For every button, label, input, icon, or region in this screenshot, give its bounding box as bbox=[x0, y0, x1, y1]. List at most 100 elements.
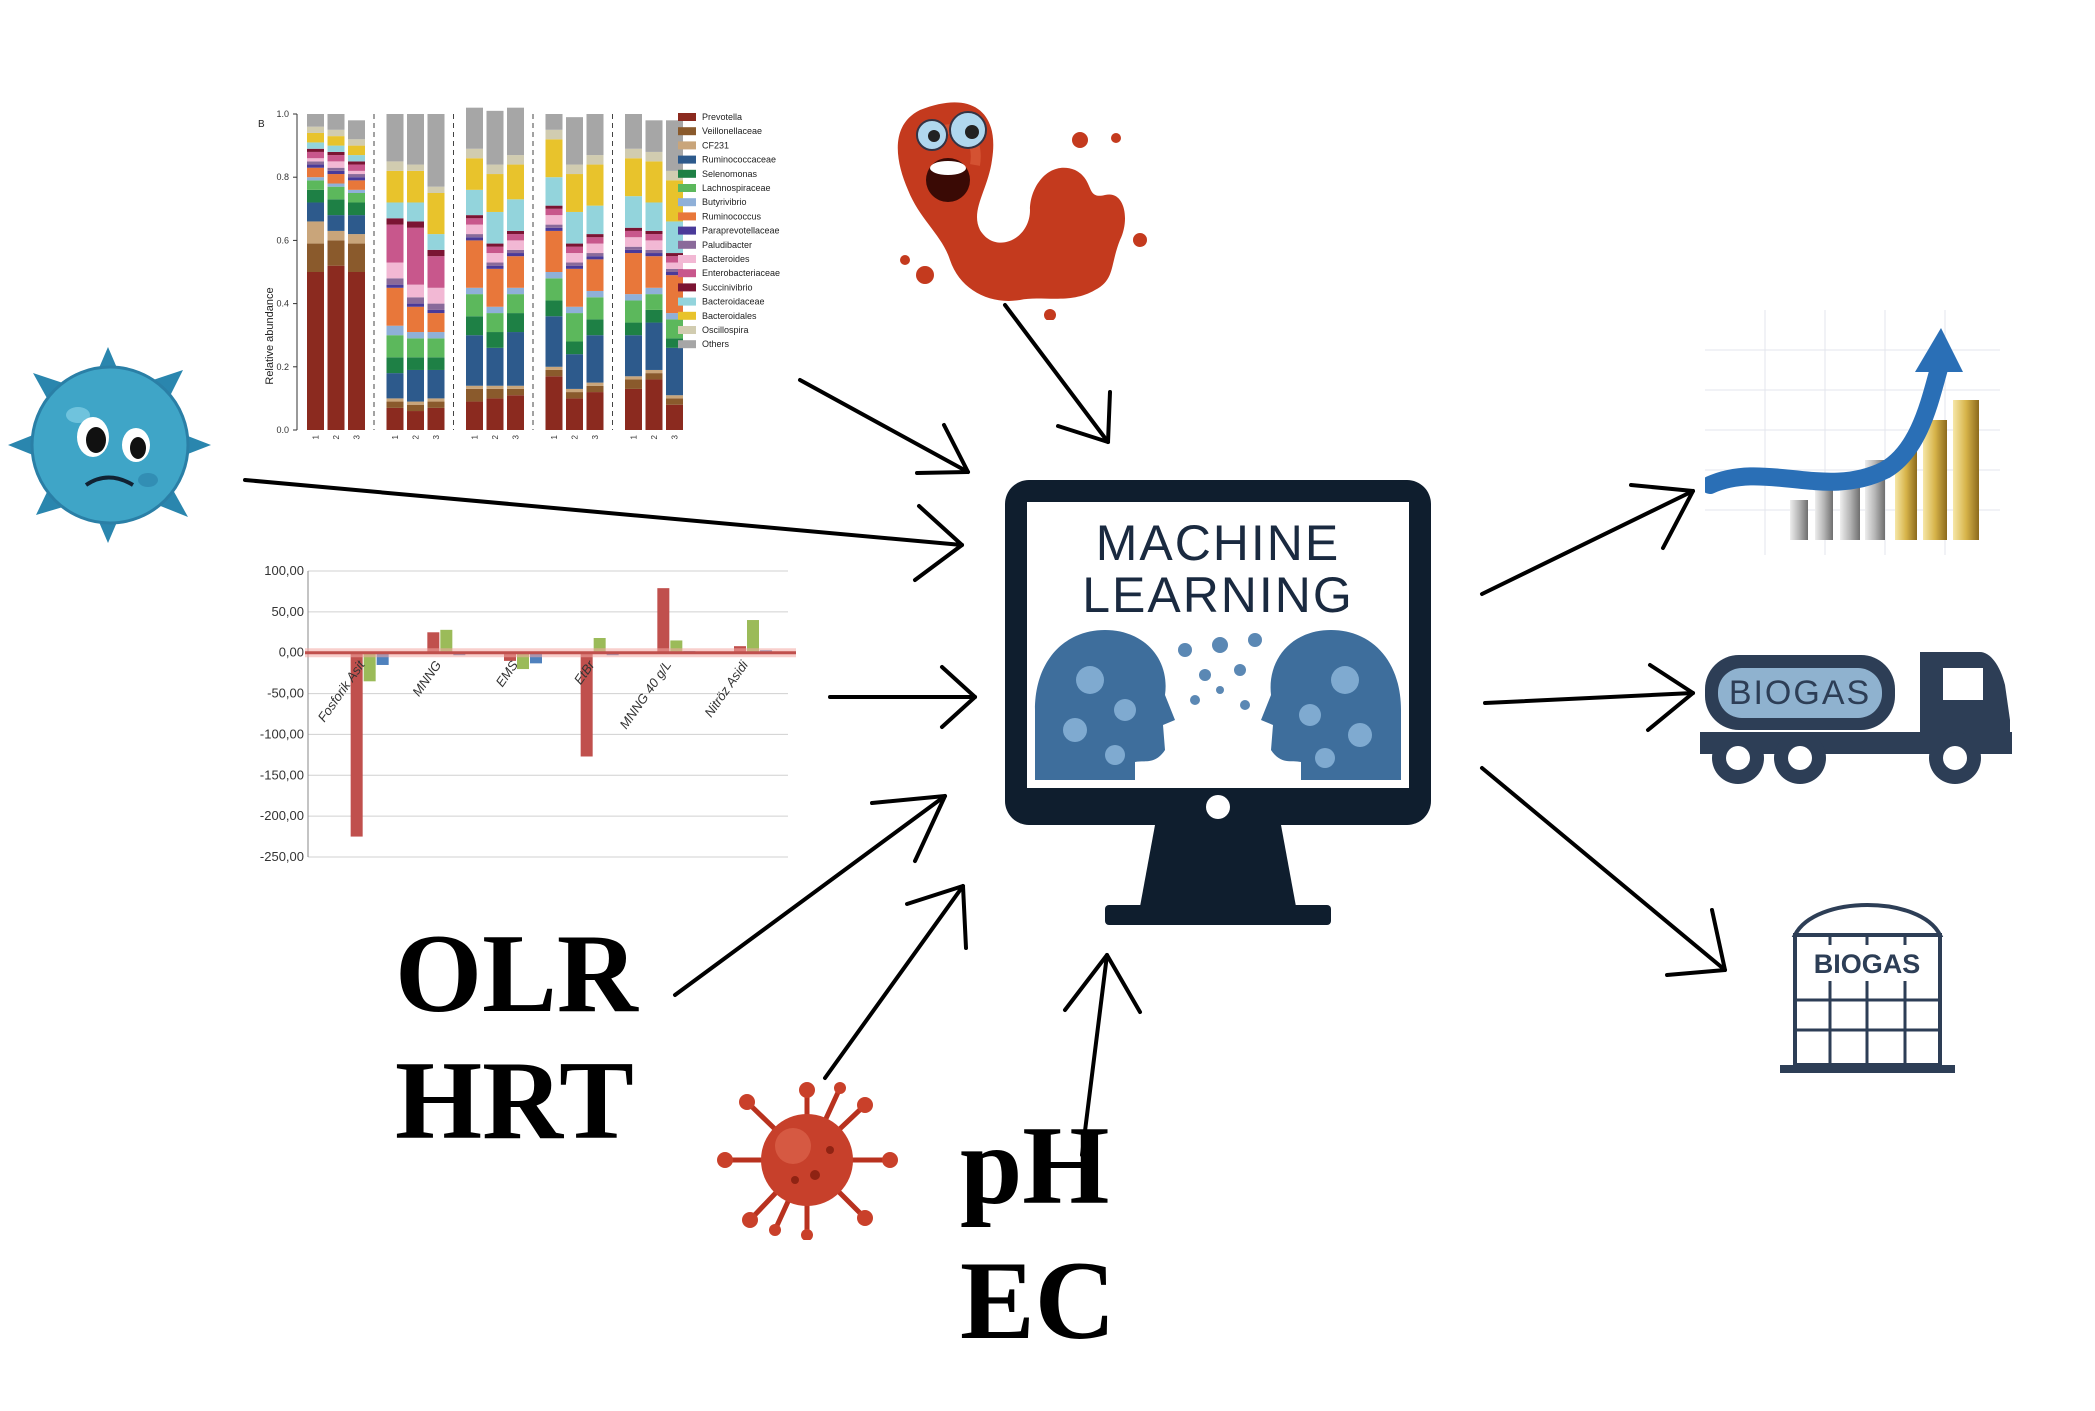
bar-segment bbox=[645, 230, 663, 235]
bar-segment bbox=[466, 215, 483, 219]
bar-segment bbox=[545, 272, 563, 279]
bar-segment bbox=[348, 161, 365, 165]
bar-segment bbox=[507, 253, 524, 257]
bar-segment bbox=[466, 218, 483, 225]
arrow-to-growth-chart bbox=[1480, 483, 1695, 596]
bar-segment bbox=[625, 148, 642, 159]
y-tick-label: -250,00 bbox=[260, 849, 304, 864]
bar-segment bbox=[545, 205, 563, 209]
bar-segment bbox=[307, 158, 324, 162]
bar-segment bbox=[307, 177, 324, 181]
bar-segment bbox=[545, 316, 563, 367]
bar-segment bbox=[407, 284, 424, 298]
arrow-from-blue-bacterium bbox=[243, 478, 964, 582]
bar-segment bbox=[466, 234, 483, 238]
bar-segment bbox=[427, 369, 445, 399]
bar-segment bbox=[307, 142, 324, 149]
bar-segment bbox=[307, 189, 324, 203]
bar-segment bbox=[566, 262, 583, 266]
arrow-to-biogas-truck bbox=[1483, 663, 1695, 732]
bar-segment bbox=[427, 114, 445, 187]
bar-segment bbox=[466, 237, 483, 241]
bar-segment bbox=[327, 145, 345, 152]
bar-segment bbox=[645, 249, 663, 254]
bar-segment bbox=[307, 126, 324, 133]
biogas-tank-icon: BIOGAS bbox=[1780, 903, 1955, 1073]
y-tick-label: 0.8 bbox=[276, 172, 289, 182]
bar-segment bbox=[466, 335, 483, 386]
legend-swatch bbox=[678, 340, 696, 349]
bar-segment bbox=[348, 170, 365, 175]
tank-label: BIOGAS bbox=[1814, 949, 1921, 979]
bar-segment bbox=[545, 369, 563, 377]
bar-segment bbox=[386, 373, 404, 399]
y-tick-label: -50,00 bbox=[267, 686, 304, 701]
bar bbox=[747, 620, 759, 653]
bar-segment bbox=[545, 139, 563, 178]
bar-segment bbox=[486, 243, 504, 247]
bar-segment bbox=[466, 316, 483, 336]
bar-segment bbox=[348, 164, 365, 171]
legend-label: Others bbox=[702, 339, 730, 349]
legend-swatch bbox=[678, 326, 696, 334]
legend-label: Prevotella bbox=[702, 112, 742, 122]
legend-label: Veillonellaceae bbox=[702, 126, 762, 136]
arrow-from-ph-ec bbox=[1063, 953, 1142, 1157]
bar-segment bbox=[645, 294, 663, 310]
bar-segment bbox=[486, 388, 504, 399]
x-tick-label: 3 bbox=[591, 434, 600, 439]
bar-segment bbox=[645, 253, 663, 257]
x-tick-label: 2 bbox=[571, 434, 580, 439]
x-tick-label: 3 bbox=[671, 434, 680, 439]
bar-segment bbox=[586, 237, 604, 244]
bar-segment bbox=[307, 161, 324, 165]
bar-segment bbox=[507, 385, 524, 389]
bar-segment bbox=[645, 287, 663, 295]
stacked-abundance-chart: B Relative abundance 0.00.20.40.60.81.0 … bbox=[258, 107, 780, 439]
bar-segment bbox=[507, 388, 524, 396]
bar-segment bbox=[645, 256, 663, 288]
bar-segment bbox=[507, 164, 524, 200]
legend-swatch bbox=[678, 297, 696, 306]
bar-segment bbox=[386, 202, 404, 219]
mutagen-bar-chart: 100,0050,000,00-50,00-100,00-150,00-200,… bbox=[260, 563, 796, 864]
bar-segment bbox=[486, 174, 504, 212]
bar-segment bbox=[645, 120, 663, 152]
bar-segment bbox=[427, 249, 445, 257]
bar bbox=[530, 652, 542, 664]
bar-segment bbox=[486, 246, 504, 254]
bar-segment bbox=[407, 297, 424, 304]
bar-segment bbox=[625, 196, 642, 228]
bar-segment bbox=[645, 202, 663, 231]
bar-segment bbox=[407, 369, 424, 402]
legend-swatch bbox=[678, 269, 696, 278]
bar-segment bbox=[466, 224, 483, 235]
y-tick-label: -100,00 bbox=[260, 726, 304, 741]
bar-segment bbox=[666, 275, 683, 314]
legend-swatch bbox=[678, 212, 696, 221]
bar-segment bbox=[407, 404, 424, 412]
bar-segment bbox=[307, 180, 324, 190]
bar-segment bbox=[427, 186, 445, 193]
bar-segment bbox=[348, 189, 365, 193]
bar-segment bbox=[625, 335, 642, 377]
legend-label: Enterobacteriaceae bbox=[702, 268, 780, 278]
x-tick-label: 3 bbox=[512, 434, 521, 439]
bar-segment bbox=[586, 335, 604, 383]
bar-segment bbox=[307, 148, 324, 152]
bar-segment bbox=[566, 268, 583, 307]
bar-segment bbox=[407, 338, 424, 358]
bar-segment bbox=[407, 114, 424, 165]
legend-swatch bbox=[678, 255, 696, 263]
bar-segment bbox=[327, 186, 345, 200]
legend-label: Bacteroidales bbox=[702, 311, 757, 321]
bar-segment bbox=[666, 170, 683, 181]
bar-segment bbox=[666, 395, 683, 399]
bar bbox=[657, 588, 670, 653]
bar-segment bbox=[645, 373, 663, 380]
bar-segment bbox=[348, 177, 365, 181]
bar-segment bbox=[507, 256, 524, 288]
bar-segment bbox=[586, 155, 604, 165]
